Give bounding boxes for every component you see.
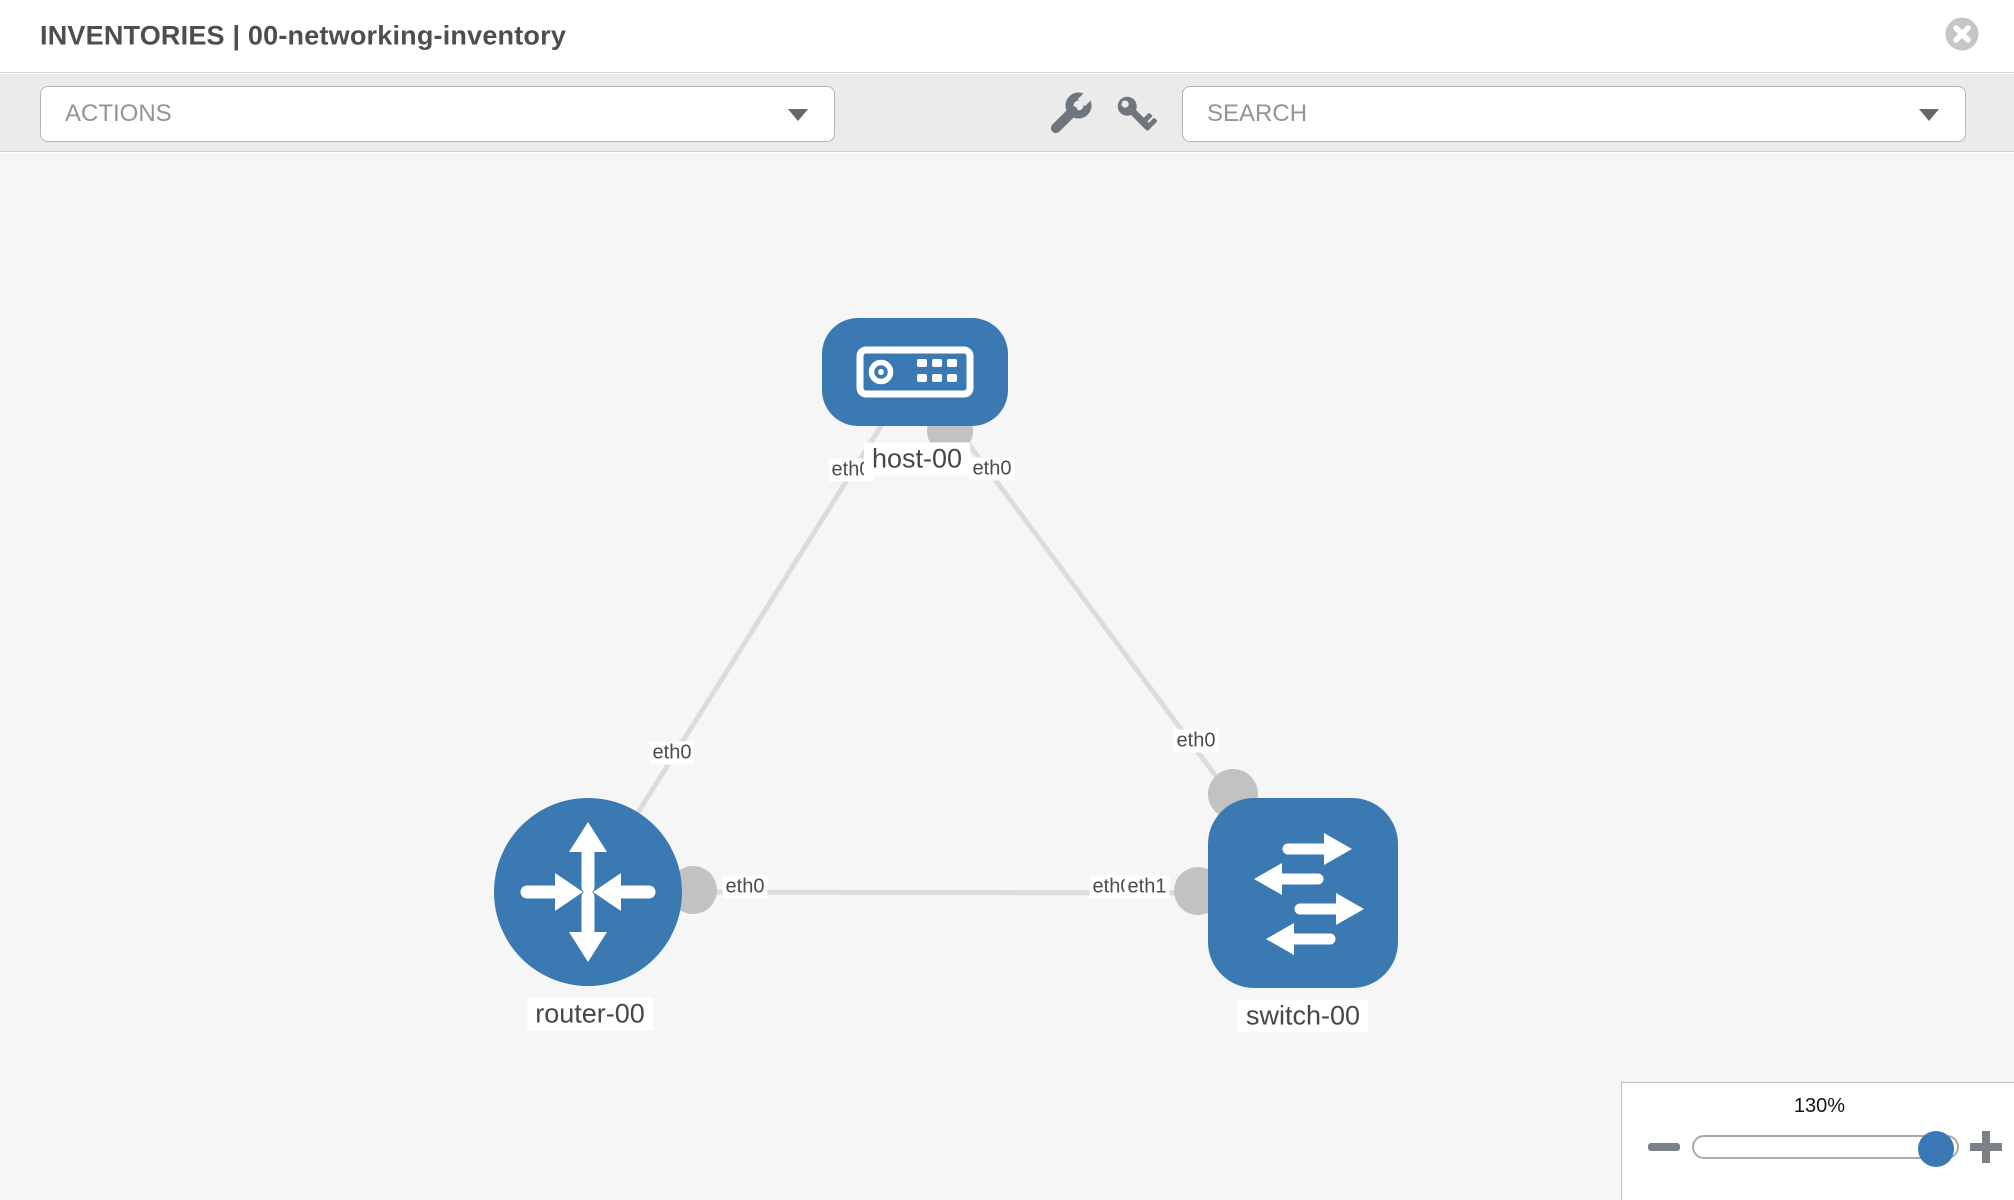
plus-icon — [1970, 1131, 2002, 1163]
node-label-host: host-00 — [863, 442, 971, 476]
zoom-out-button[interactable] — [1644, 1127, 1684, 1167]
header: INVENTORIES | 00-networking-inventory — [0, 0, 2014, 73]
zoom-value: 130% — [1793, 1095, 1846, 1117]
node-label-switch: switch-00 — [1237, 999, 1369, 1033]
interface-label: eth0 — [722, 875, 768, 899]
search-dropdown-label: SEARCH — [1207, 100, 1308, 127]
node-switch[interactable] — [1208, 798, 1398, 988]
topology-canvas[interactable]: eth0 eth0 eth0 eth0 eth0 eth0 eth1 host-… — [0, 153, 2014, 1200]
switch-icon — [1254, 833, 1364, 955]
minus-icon — [1648, 1143, 1680, 1151]
configure-button[interactable] — [1042, 86, 1098, 142]
toolbar: ACTIONS — [0, 74, 2014, 152]
node-router[interactable] — [494, 798, 682, 986]
interface-label: eth0 — [969, 457, 1015, 481]
interfaces — [669, 408, 1258, 915]
close-icon — [1945, 17, 1979, 51]
close-button[interactable] — [1945, 17, 1979, 51]
search-dropdown[interactable]: SEARCH — [1182, 86, 1966, 142]
interface-label: eth0 — [828, 458, 874, 482]
node-label-router: router-00 — [527, 997, 653, 1031]
chevron-down-icon — [788, 109, 808, 121]
node-host[interactable] — [822, 318, 1008, 426]
key-button[interactable] — [1107, 86, 1163, 142]
interface-label: eth0 — [649, 741, 695, 765]
interface-label: eth0 — [1173, 729, 1219, 753]
chevron-down-icon — [1919, 109, 1939, 121]
page-title: INVENTORIES | 00-networking-inventory — [40, 20, 567, 51]
wrench-icon — [1050, 91, 1093, 134]
interface-label: eth0 — [1089, 875, 1135, 899]
zoom-slider-track[interactable] — [1692, 1131, 1959, 1167]
host-icon — [856, 346, 974, 398]
key-icon — [1117, 96, 1158, 131]
interface-label: eth1 — [1124, 875, 1170, 899]
zoom-panel: 130% — [1621, 1082, 2014, 1200]
actions-dropdown-label: ACTIONS — [65, 100, 172, 127]
actions-dropdown[interactable]: ACTIONS — [40, 86, 835, 142]
router-icon — [520, 822, 656, 962]
zoom-slider-thumb[interactable] — [1918, 1131, 1954, 1167]
zoom-in-button[interactable] — [1966, 1127, 2006, 1167]
